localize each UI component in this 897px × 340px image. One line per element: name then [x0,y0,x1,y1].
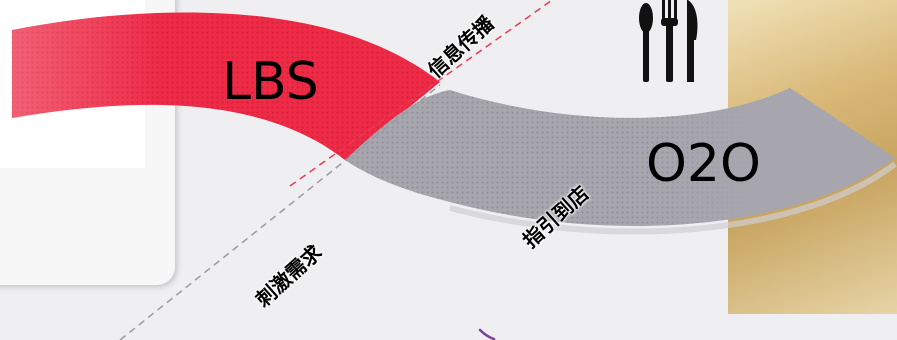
o2o-label: O2O [646,134,761,194]
gray-dashed-line [119,84,441,340]
purple-stroke-mark [478,328,496,340]
fork-knife-icon [639,0,698,82]
lbs-label: LBS [222,52,319,112]
red-dashed-line [289,0,554,187]
